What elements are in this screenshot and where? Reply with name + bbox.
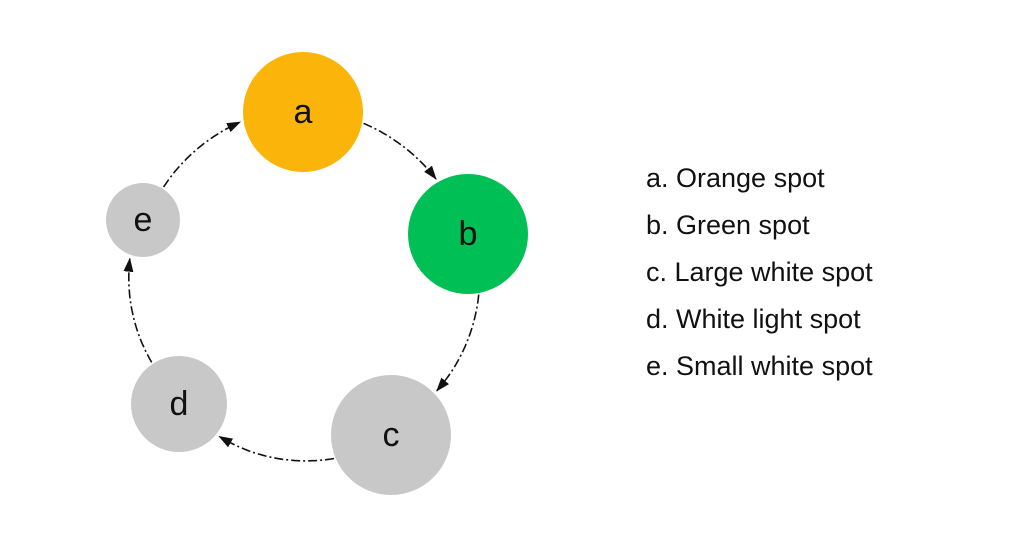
node-b: b: [408, 174, 528, 294]
node-c: c: [331, 375, 451, 495]
arrow-e-to-a: [162, 121, 242, 188]
node-b-circle: [408, 174, 528, 294]
legend-item-a: a. Orange spot: [646, 163, 825, 193]
legend-item-b: b. Green spot: [646, 210, 810, 240]
node-a-circle: [243, 52, 363, 172]
arrow-b-to-c: [436, 294, 480, 392]
legend-item-d: d. White light spot: [646, 304, 861, 334]
node-e-circle: [106, 183, 180, 257]
node-d: d: [131, 356, 227, 452]
arrow-a-to-b: [363, 122, 437, 180]
node-d-circle: [131, 356, 227, 452]
node-a-label: a: [294, 93, 313, 131]
node-b-label: b: [459, 215, 478, 253]
legend-item-e: e. Small white spot: [646, 351, 873, 381]
node-d-label: d: [170, 385, 189, 423]
edges: [123, 121, 480, 462]
node-a: a: [243, 52, 363, 172]
node-c-label: c: [383, 416, 400, 454]
nodes: a b c d e: [106, 52, 528, 495]
node-c-circle: [331, 375, 451, 495]
legend-item-c: c. Large white spot: [646, 257, 873, 287]
node-e-label: e: [134, 201, 153, 239]
cycle-diagram: a b c d e: [106, 52, 528, 495]
arrow-d-to-e: [123, 257, 153, 363]
node-e: e: [106, 183, 180, 257]
arrow-c-to-d: [218, 435, 335, 462]
legend: a. Orange spot b. Green spot c. Large wh…: [646, 158, 873, 393]
